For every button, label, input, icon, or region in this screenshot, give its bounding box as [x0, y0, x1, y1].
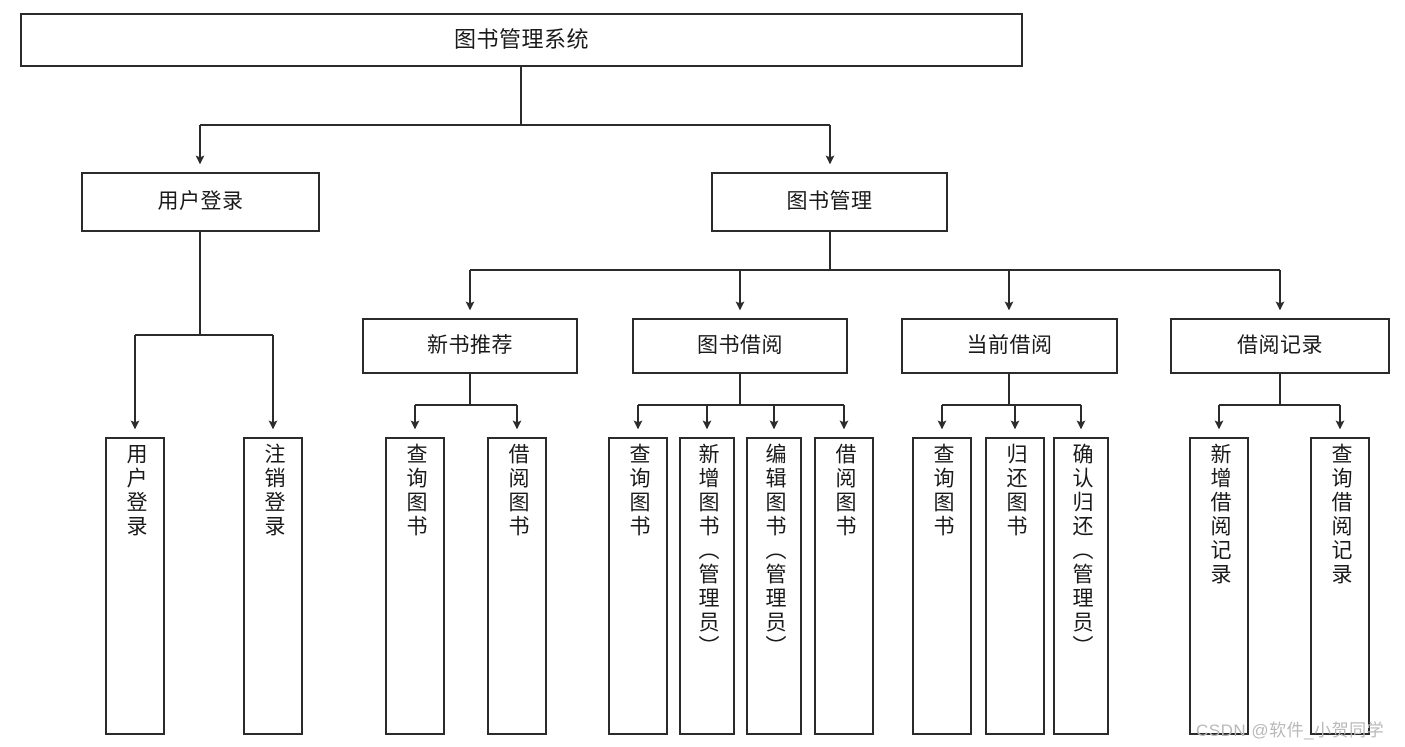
node-borrow-record[interactable]: 借阅记录 — [1170, 318, 1390, 374]
leaf-add-borrow-record[interactable]: 新增借阅记录 — [1189, 437, 1249, 735]
leaf-query-book-recommend[interactable]: 查询图书 — [385, 437, 445, 735]
csdn-watermark: CSDN @软件_小贺同学 — [1196, 721, 1385, 740]
node-label: 图书借阅 — [697, 333, 783, 357]
leaf-query-book-current[interactable]: 查询图书 — [912, 437, 972, 735]
node-label: 查询图书 — [931, 443, 955, 539]
leaf-add-book-admin[interactable]: 新增图书（管理员） — [679, 437, 735, 735]
node-label: 当前借阅 — [966, 333, 1053, 357]
leaf-return-book[interactable]: 归还图书 — [985, 437, 1045, 735]
node-label: 编辑图书（管理员） — [763, 443, 787, 659]
node-current-borrow[interactable]: 当前借阅 — [901, 318, 1118, 374]
node-label: 图书管理系统 — [453, 27, 589, 53]
node-label: 查询图书 — [404, 443, 428, 539]
node-label: 查询图书 — [627, 443, 651, 539]
leaf-logout-login[interactable]: 注销登录 — [243, 437, 303, 735]
leaf-edit-book-admin[interactable]: 编辑图书（管理员） — [746, 437, 802, 735]
node-label: 借阅记录 — [1237, 333, 1323, 357]
node-label: 新增借阅记录 — [1208, 443, 1232, 587]
node-user-login[interactable]: 用户登录 — [81, 172, 320, 232]
node-new-book-recommend[interactable]: 新书推荐 — [362, 318, 578, 374]
leaf-query-borrow-record[interactable]: 查询借阅记录 — [1310, 437, 1370, 735]
leaf-borrow-book-recommend[interactable]: 借阅图书 — [487, 437, 547, 735]
node-label: 借阅图书 — [506, 443, 530, 539]
leaf-user-login[interactable]: 用户登录 — [105, 437, 165, 735]
node-book-management[interactable]: 图书管理 — [711, 172, 948, 232]
node-label: 图书管理 — [786, 189, 873, 213]
node-label: 新书推荐 — [427, 333, 513, 357]
leaf-borrow-book[interactable]: 借阅图书 — [814, 437, 874, 735]
node-label: 注销登录 — [262, 443, 286, 539]
node-label: 查询借阅记录 — [1329, 443, 1353, 587]
node-label: 归还图书 — [1004, 443, 1028, 539]
leaf-confirm-return-admin[interactable]: 确认归还（管理员） — [1053, 437, 1109, 735]
node-book-borrow[interactable]: 图书借阅 — [632, 318, 848, 374]
node-label: 借阅图书 — [833, 443, 857, 539]
node-label: 用户登录 — [124, 443, 148, 539]
node-label: 用户登录 — [157, 189, 244, 213]
node-label: 新增图书（管理员） — [696, 443, 720, 659]
leaf-query-book-borrow[interactable]: 查询图书 — [608, 437, 668, 735]
node-label: 确认归还（管理员） — [1070, 443, 1094, 659]
node-root-system[interactable]: 图书管理系统 — [20, 13, 1023, 67]
